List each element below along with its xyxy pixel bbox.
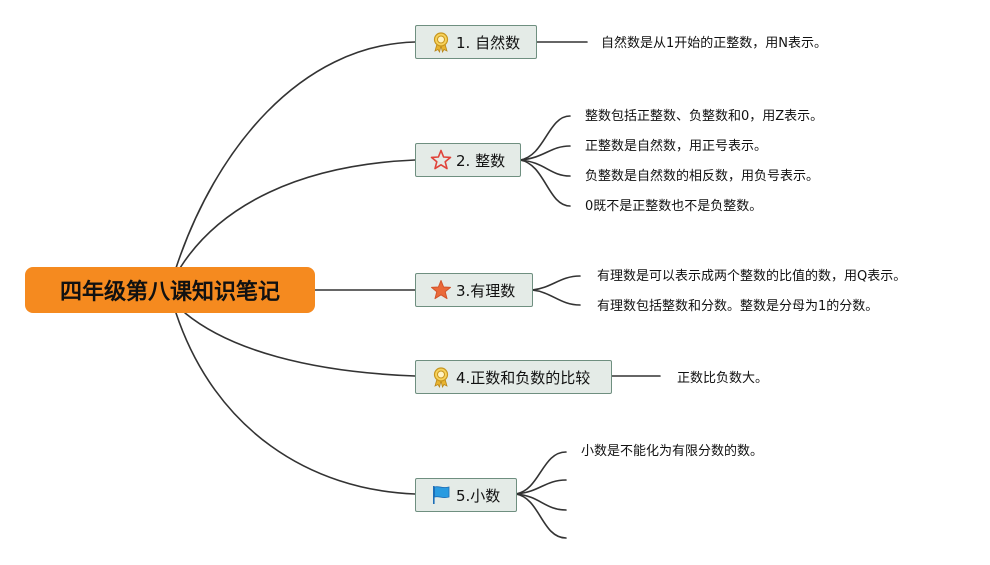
topic-integers[interactable]: 2. 整数	[415, 143, 521, 177]
leaf-decimals-1[interactable]: 小数是不能化为有限分数的数。	[581, 444, 764, 459]
award-ribbon-icon	[433, 32, 449, 53]
leaf-rational-2[interactable]: 有理数包括整数和分数。整数是分母为1的分数。	[597, 299, 879, 314]
award-ribbon-icon	[433, 367, 449, 388]
leaf-integers-4[interactable]: 0既不是正整数也不是负整数。	[585, 199, 763, 214]
connector-root-topic-1	[175, 41, 416, 269]
topic-label: 5.小数	[456, 486, 501, 505]
topic-decimals[interactable]: 5.小数	[415, 478, 517, 512]
flag-icon	[433, 486, 450, 504]
central-topic[interactable]: 四年级第八课知识笔记	[25, 267, 315, 313]
topic-positive-negative-comparison[interactable]: 4.正数和负数的比较	[415, 360, 612, 394]
leaf-integers-1[interactable]: 整数包括正整数、负整数和0，用Z表示。	[585, 109, 824, 124]
leaf-integers-3[interactable]: 负整数是自然数的相反数，用负号表示。	[585, 169, 820, 184]
topic-label: 4.正数和负数的比较	[456, 368, 591, 387]
connector-root-topic-4	[184, 312, 416, 377]
topic-rational-numbers[interactable]: 3.有理数	[415, 273, 533, 307]
connector-topic-3-leaf-2	[531, 289, 581, 306]
connector-topic-2-leaf-1	[519, 115, 571, 161]
connector-topic-5-leaf-4	[515, 493, 567, 539]
connector-root-topic-5	[175, 312, 416, 495]
topic-natural-numbers[interactable]: 1. 自然数	[415, 25, 537, 59]
star-filled-icon	[431, 280, 451, 300]
connector-root-topic-2	[179, 159, 416, 269]
leaf-integers-2[interactable]: 正整数是自然数，用正号表示。	[585, 139, 768, 154]
topic-label: 2. 整数	[456, 151, 506, 170]
connector-topic-2-leaf-4	[519, 159, 571, 207]
leaf-rational-1[interactable]: 有理数是可以表示成两个整数的比值的数，用Q表示。	[597, 269, 907, 284]
topic-label: 3.有理数	[456, 281, 516, 300]
connector-topic-5-leaf-1	[515, 451, 567, 495]
connector-topic-3-leaf-1	[531, 275, 581, 291]
leaf-comparison-1[interactable]: 正数比负数大。	[677, 371, 769, 386]
connector-topic-2-leaf-2	[519, 145, 571, 161]
leaf-natural-1[interactable]: 自然数是从1开始的正整数，用N表示。	[601, 36, 827, 51]
topic-label: 1. 自然数	[456, 33, 521, 52]
connector-topic-5-leaf-2	[515, 479, 567, 495]
star-outline-icon	[430, 149, 452, 170]
